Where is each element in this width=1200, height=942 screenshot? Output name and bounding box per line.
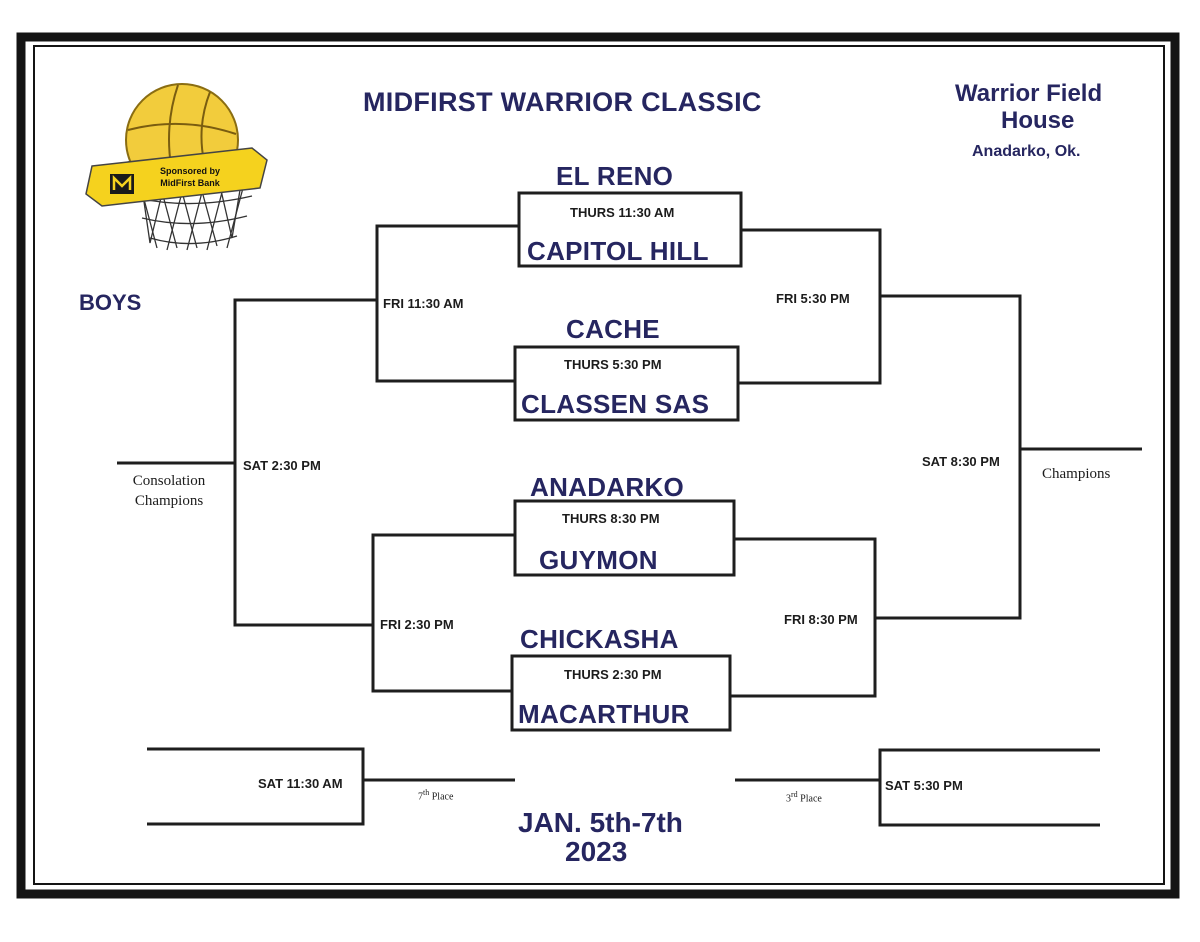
game-time-thurs-830: THURS 8:30 PM	[562, 511, 660, 526]
seventh-num: 7	[418, 791, 423, 803]
page-frame	[16, 32, 1180, 899]
division-label: BOYS	[79, 290, 142, 315]
game-time-sat-830: SAT 8:30 PM	[922, 454, 1000, 469]
sponsor-line-1: Sponsored by	[160, 166, 220, 176]
third-num: 3	[786, 793, 791, 805]
champions-label: Champions	[1042, 466, 1111, 482]
team-classen-sas: CLASSEN SAS	[521, 389, 710, 419]
team-capitol-hill: CAPITOL HILL	[527, 236, 709, 266]
date-range: JAN. 5th-7th	[518, 807, 683, 838]
bracket-sat-530	[878, 748, 1100, 827]
sponsor-line-2: MidFirst Bank	[160, 178, 221, 188]
game-time-thurs-530: THURS 5:30 PM	[564, 357, 662, 372]
venue-line-1: Warrior Field	[955, 80, 1103, 107]
page-frame-inner	[33, 45, 1165, 885]
game-time-fri-1130: FRI 11:30 AM	[383, 296, 464, 311]
team-macarthur: MACARTHUR	[518, 699, 690, 729]
seventh-sup: th	[423, 788, 430, 797]
venue-location: Anadarko, Ok.	[972, 143, 1081, 160]
bracket-fri-530	[738, 228, 882, 385]
team-anadarko: ANADARKO	[530, 472, 685, 502]
game-time-sat-1130: SAT 11:30 AM	[258, 776, 343, 791]
team-cache: CACHE	[566, 314, 660, 344]
game-box-4	[510, 654, 732, 732]
game-time-thurs-1130: THURS 11:30 AM	[570, 205, 675, 220]
consolation-line-2: Champions	[134, 493, 204, 509]
bracket-sat-1130	[147, 747, 365, 826]
page-title: MIDFIRST WARRIOR CLASSIC	[363, 87, 762, 117]
team-el-reno: EL RENO	[556, 161, 674, 191]
game-time-sat-530: SAT 5:30 PM	[885, 778, 963, 793]
game-time-fri-530: FRI 5:30 PM	[776, 291, 850, 306]
consolation-line-1: Consolation	[132, 473, 206, 489]
venue-line-2: House	[1001, 107, 1075, 134]
team-chickasha: CHICKASHA	[520, 624, 679, 654]
seventh-place-label: 7th Place	[418, 788, 453, 802]
third-sup: rd	[791, 790, 798, 799]
game-time-sat-230: SAT 2:30 PM	[243, 458, 321, 473]
third-word: Place	[800, 793, 822, 805]
consolation-champions-label: Consolation Champions	[122, 471, 216, 511]
game-time-fri-830: FRI 8:30 PM	[784, 612, 858, 627]
date-year: 2023	[565, 836, 628, 867]
sponsor-banner: Sponsored by MidFirst Bank	[85, 147, 268, 207]
seventh-word: Place	[431, 791, 454, 803]
bracket-fri-230	[371, 533, 515, 693]
game-time-thurs-230: THURS 2:30 PM	[564, 667, 662, 682]
game-time-fri-230: FRI 2:30 PM	[380, 617, 454, 632]
team-guymon: GUYMON	[539, 545, 658, 575]
bracket-sat-830	[875, 294, 1022, 620]
third-place-label: 3rd Place	[786, 790, 822, 804]
bracket-fri-1130	[375, 224, 519, 383]
sponsor-logo: Sponsored by MidFirst Bank	[85, 83, 268, 251]
